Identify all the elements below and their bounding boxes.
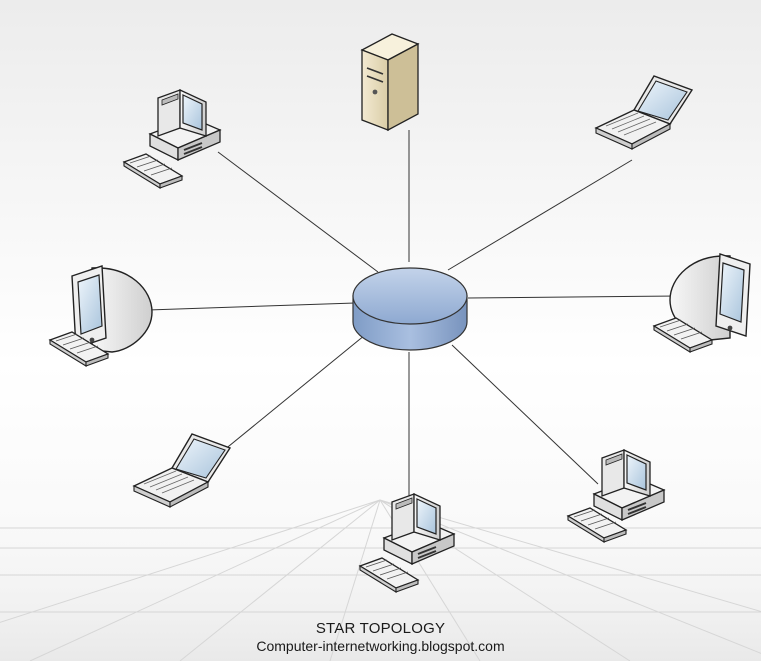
laptop-icon	[595, 75, 693, 150]
server-icon	[360, 33, 420, 132]
link-desktop-bottom-right	[451, 344, 599, 485]
link-crt-left	[147, 302, 356, 311]
floor-grid	[0, 499, 761, 661]
link-crt-right	[467, 295, 681, 299]
source-caption: Computer-internetworking.blogspot.com	[256, 638, 505, 654]
laptop-icon	[133, 433, 231, 508]
keyboard-icon	[123, 153, 183, 189]
link-desktop-top-left	[217, 151, 379, 273]
diagram-title: STAR TOPOLOGY	[315, 620, 446, 637]
hub-icon	[352, 267, 468, 351]
desktop-computer-icon	[593, 449, 665, 521]
connection-lines	[147, 130, 681, 498]
link-laptop-top-right	[447, 159, 633, 271]
desktop-computer-icon	[149, 89, 221, 161]
link-laptop-bottom-left	[217, 334, 366, 456]
